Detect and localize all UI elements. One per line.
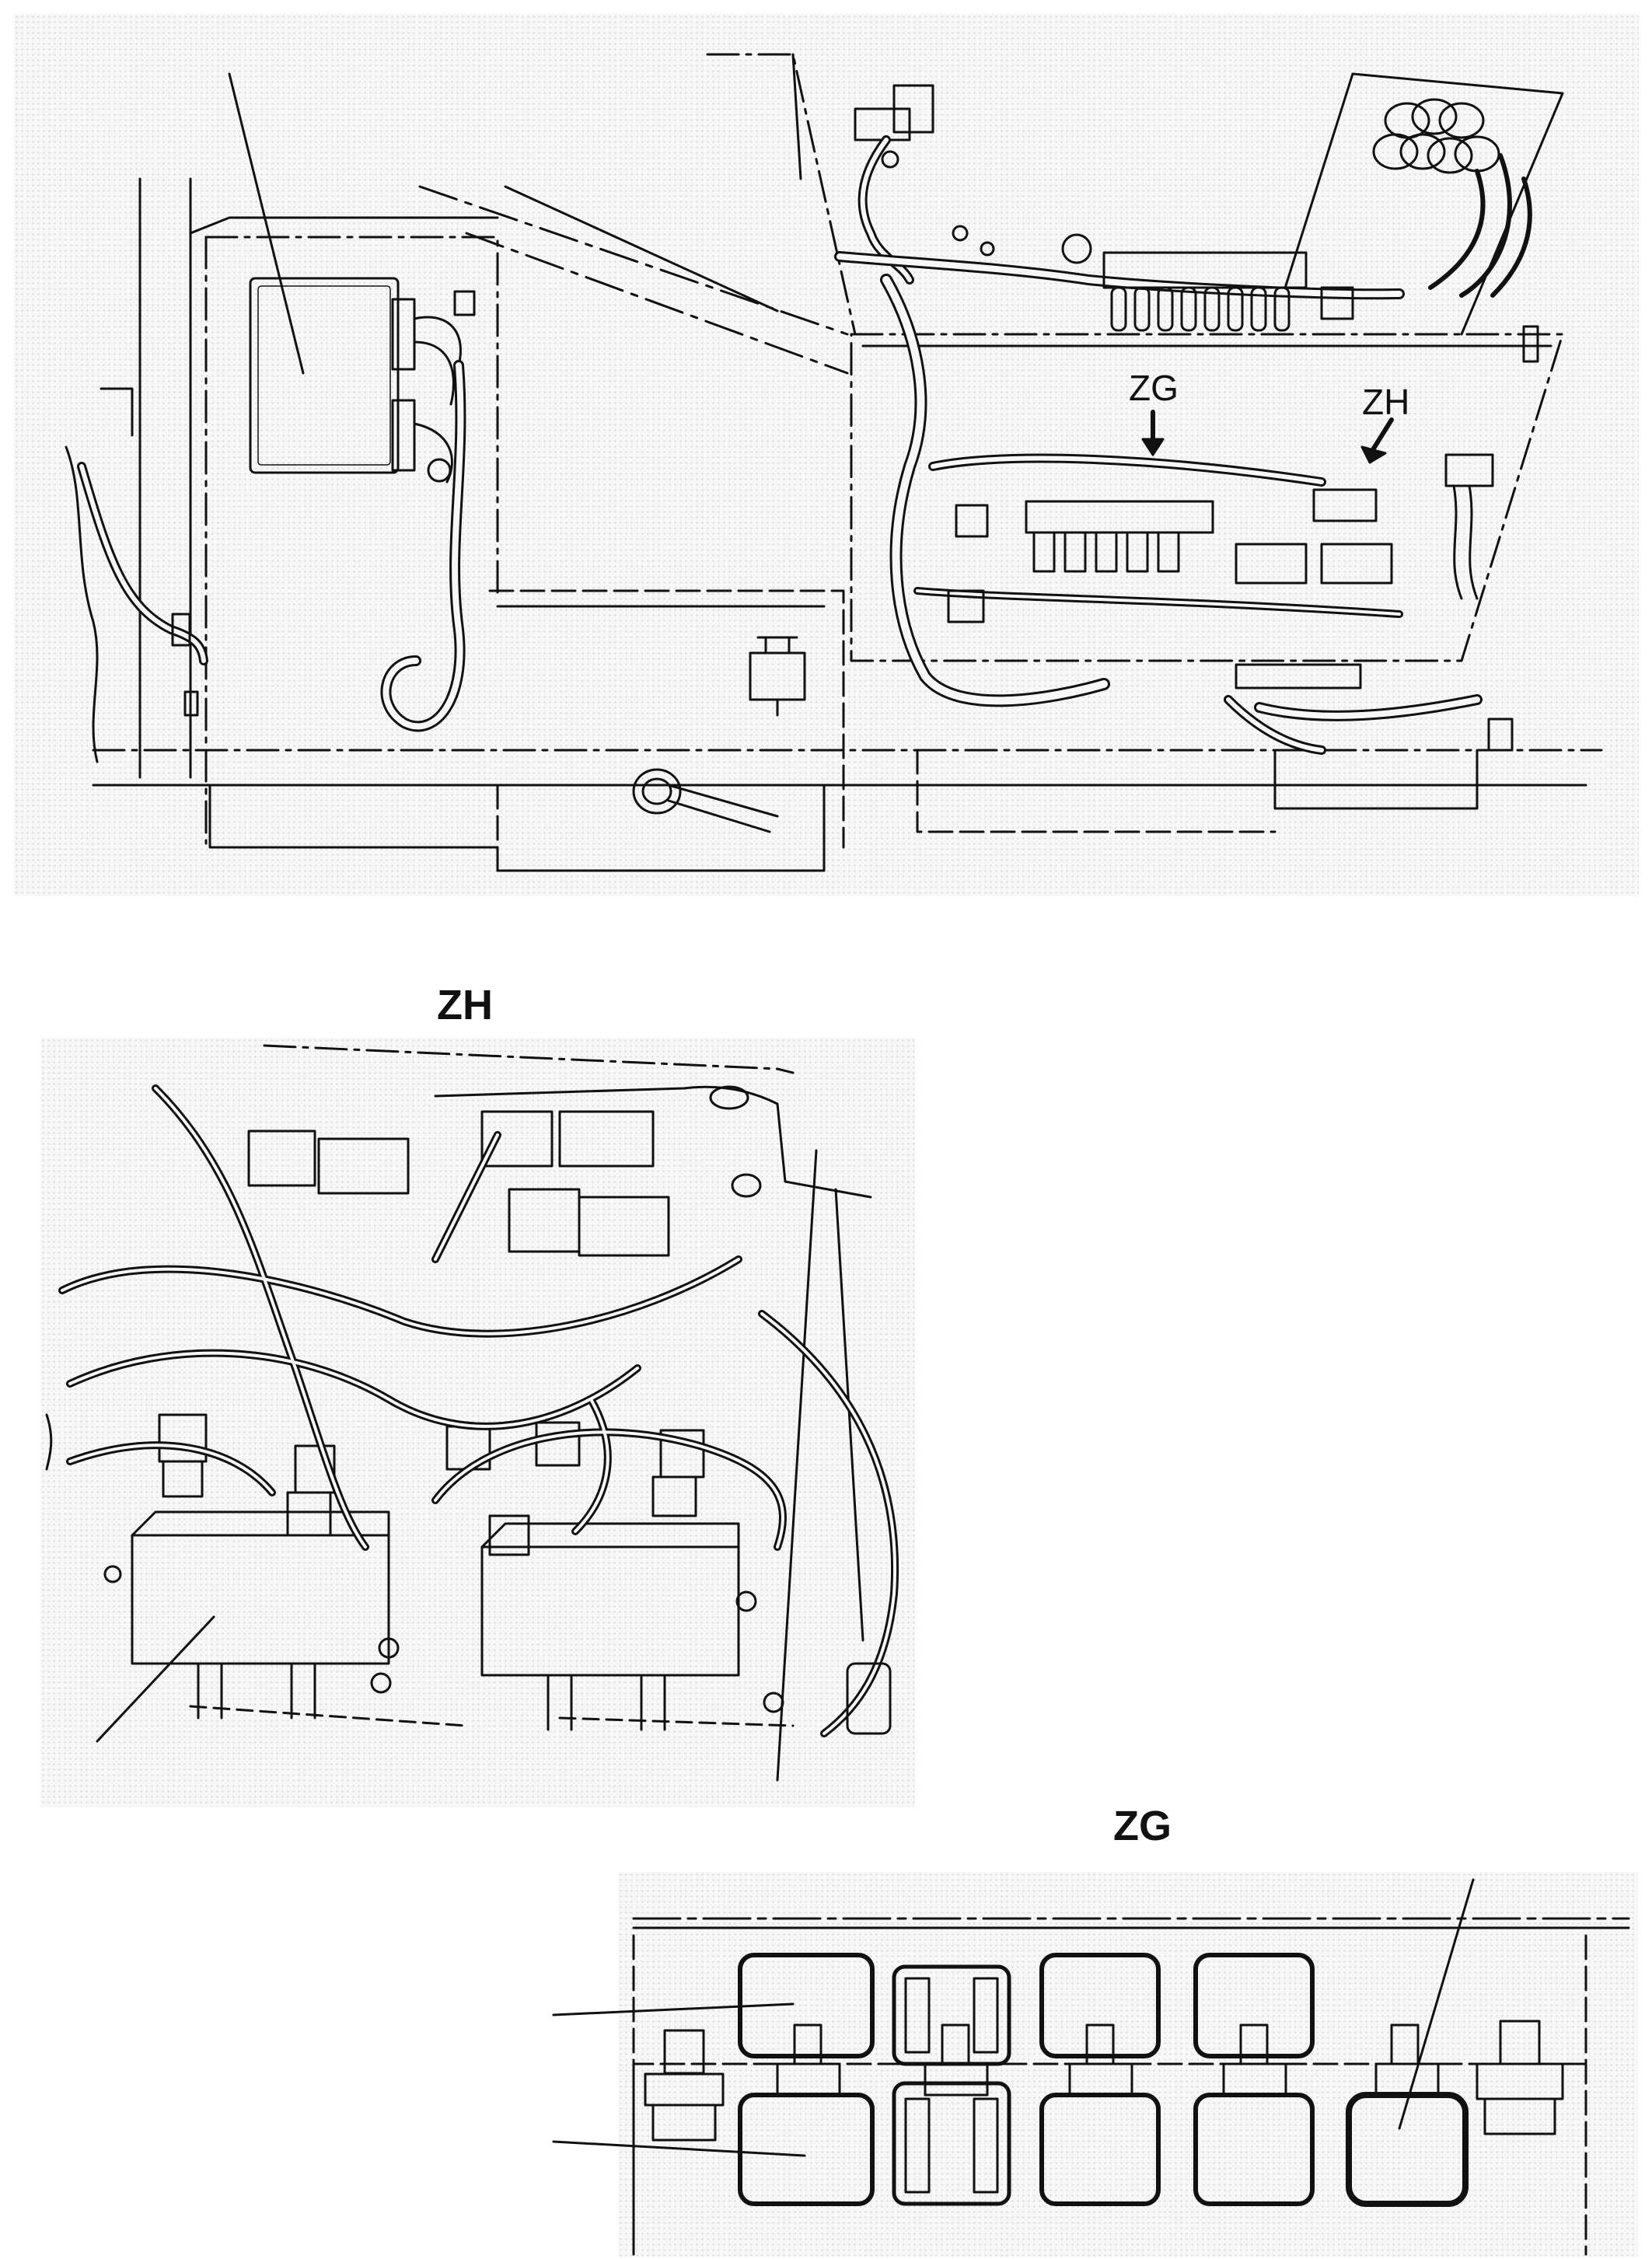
zh-terminal-stacks xyxy=(158,1413,705,1556)
leader-line-zh xyxy=(96,1615,215,1743)
top-relay-row xyxy=(834,225,1405,332)
zg-fuse-holder xyxy=(892,1964,1011,2206)
main-relay-row-zg xyxy=(947,488,1393,623)
main-frame-lines xyxy=(65,53,1603,872)
arrow-label-zh: ZH xyxy=(1362,382,1410,422)
zh-sleeve xyxy=(45,1173,892,1743)
leader-line-zg-upper xyxy=(552,2002,795,2016)
zg-bolts xyxy=(644,2020,1564,2142)
zg-relays-upper xyxy=(738,1953,1315,2058)
zh-frame xyxy=(189,1044,872,1782)
right-connector xyxy=(1444,325,1539,600)
zh-wire-loops-inner xyxy=(61,1087,896,1735)
zg-relays-lower xyxy=(738,2092,1469,2207)
bottom-tubes xyxy=(1224,663,1514,755)
callout-arrows xyxy=(1141,410,1394,464)
leader-line-zg-lower xyxy=(552,2140,806,2157)
leader-line-zg-right xyxy=(1398,1878,1475,2130)
detail-zh-title: ZH xyxy=(437,982,493,1028)
harness-loop xyxy=(380,360,466,732)
top-connectors xyxy=(854,84,934,285)
detail-zg-title: ZG xyxy=(1113,1803,1172,1849)
central-grommet xyxy=(632,768,779,833)
central-clamp xyxy=(749,636,806,717)
coil-cluster xyxy=(1372,98,1532,298)
zh-wire-loops xyxy=(58,1084,899,1737)
left-harness xyxy=(77,462,208,744)
main-harness xyxy=(880,274,1483,721)
zg-leaders xyxy=(552,1878,1475,2157)
leader-line-ecu xyxy=(228,72,305,375)
zh-upper-relays xyxy=(247,1110,670,1257)
control-unit xyxy=(228,72,476,484)
arrow-label-zg: ZG xyxy=(1129,368,1179,408)
zh-relay-blocks xyxy=(103,1510,784,1731)
